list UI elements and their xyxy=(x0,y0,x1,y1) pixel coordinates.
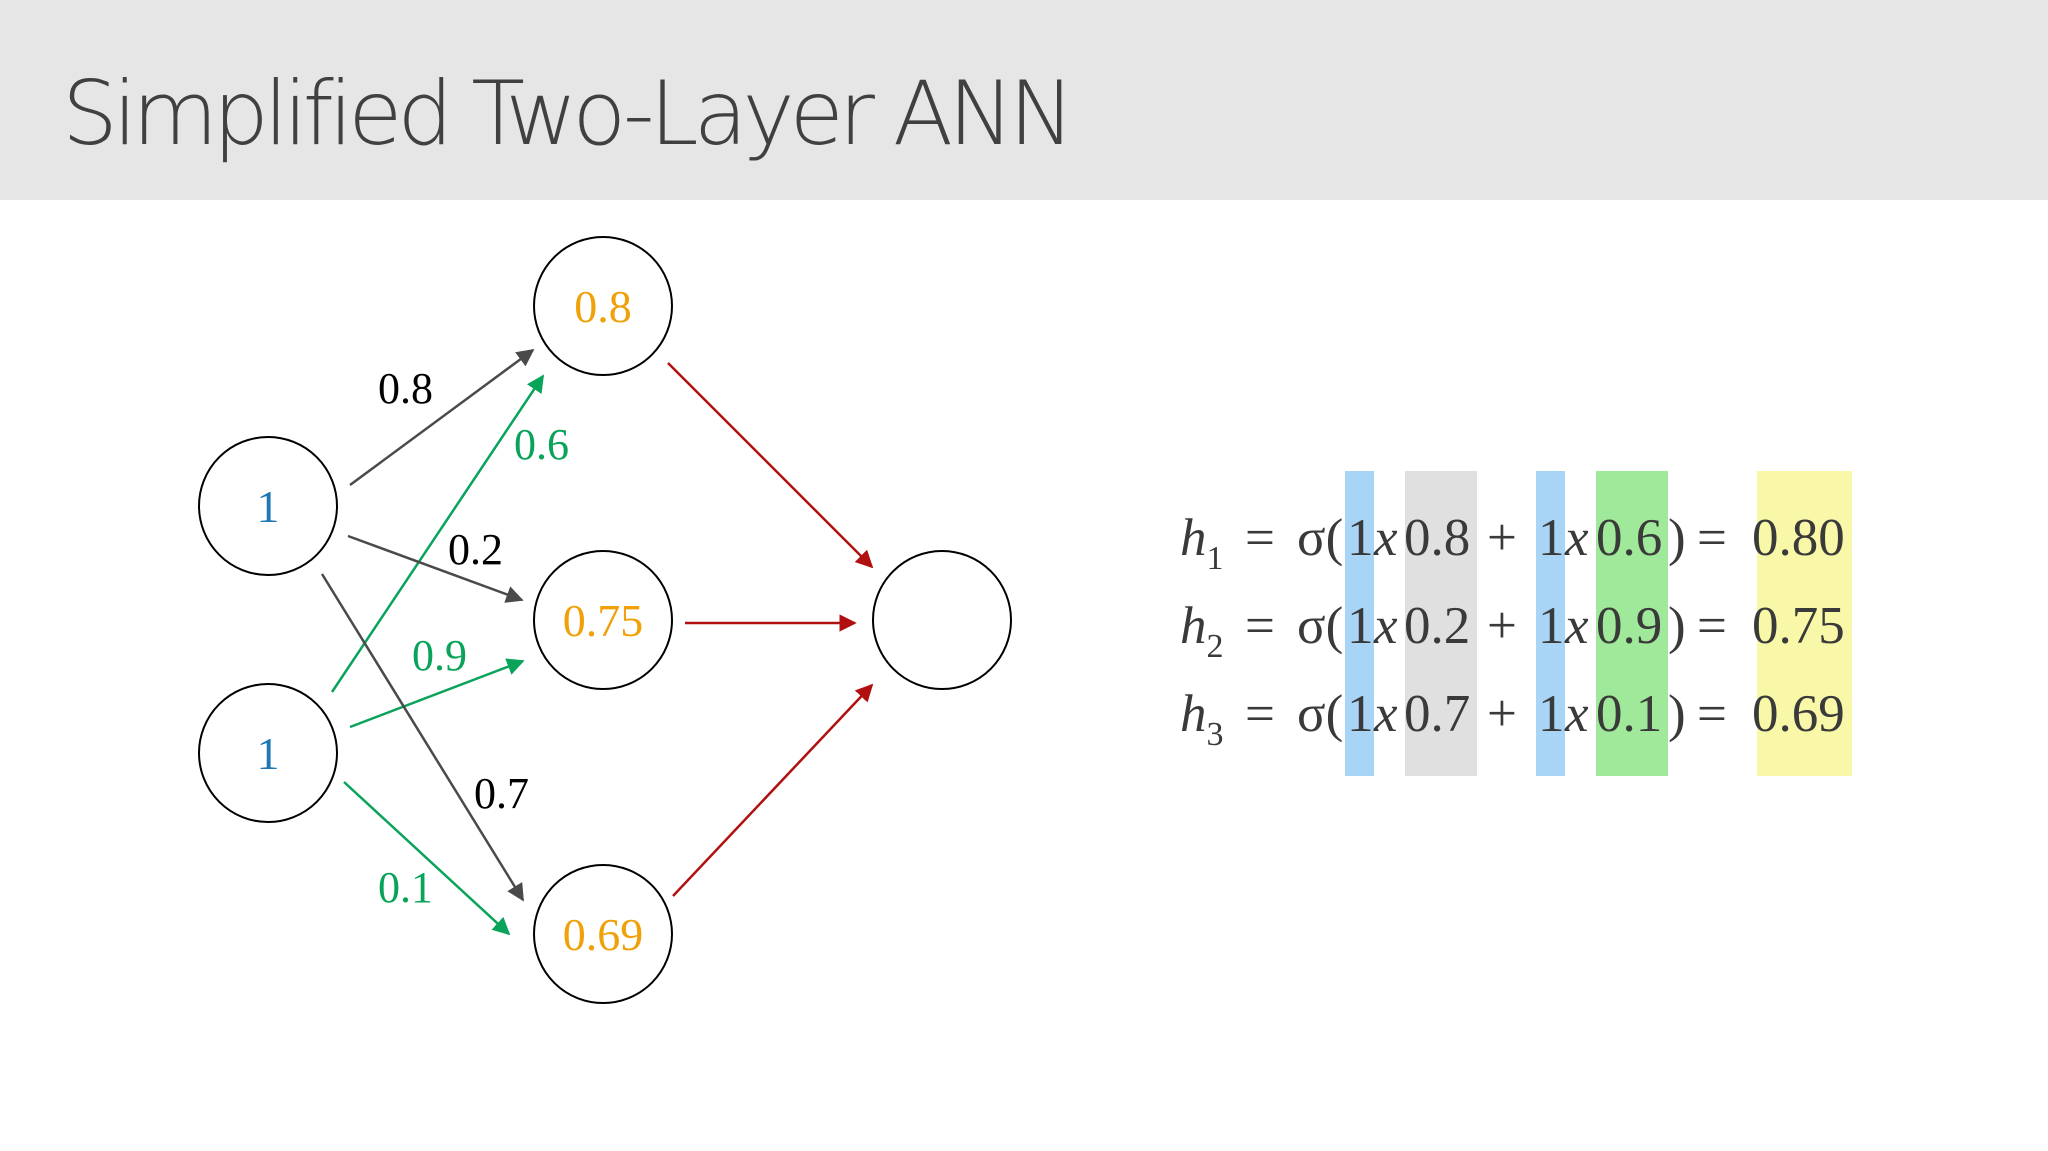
highlight-input1 xyxy=(1345,471,1374,776)
highlight-input2 xyxy=(1536,471,1565,776)
input-node-2-value: 1 xyxy=(257,728,280,779)
weight-i1-h1: 0.8 xyxy=(378,364,433,413)
weight-i2-h2: 0.9 xyxy=(412,631,467,680)
input-node-2 xyxy=(198,683,338,823)
input-node-1-value: 1 xyxy=(257,481,280,532)
nodes xyxy=(198,236,1012,1004)
node-labels: 1 1 0.8 0.75 0.69 xyxy=(257,281,644,960)
title-bar: Simplified Two-Layer ANN xyxy=(0,0,2048,200)
input-hidden-edges xyxy=(320,348,545,936)
hidden-output-edges xyxy=(667,362,874,897)
edge-h3-o xyxy=(672,683,874,897)
edge-i1-h2 xyxy=(347,534,524,603)
edge-i1-h3 xyxy=(320,573,525,902)
weight-i2-h1: 0.6 xyxy=(514,420,569,469)
hidden-node-2-value: 0.75 xyxy=(563,595,644,646)
hidden-node-3 xyxy=(533,864,673,1004)
edge-i1-h1 xyxy=(349,348,535,487)
weight-i2-h3: 0.1 xyxy=(378,863,433,912)
edge-i2-h3 xyxy=(343,781,511,936)
hidden-node-1-value: 0.8 xyxy=(574,281,632,332)
hidden-node-1 xyxy=(533,236,673,376)
highlight-result xyxy=(1757,471,1852,776)
slide-title: Simplified Two-Layer ANN xyxy=(62,62,1075,165)
highlight-weight2 xyxy=(1596,471,1668,776)
weight-i1-h3: 0.7 xyxy=(474,769,529,818)
edge-i2-h1 xyxy=(330,374,545,693)
equation-highlights xyxy=(1345,471,1852,776)
edge-h1-o xyxy=(667,362,874,569)
edge-i2-h2 xyxy=(349,658,525,729)
hidden-node-3-value: 0.69 xyxy=(563,909,644,960)
output-node xyxy=(872,550,1012,690)
weight-labels: 0.8 0.6 0.2 0.9 0.7 0.1 xyxy=(378,364,569,912)
input-node-1 xyxy=(198,436,338,576)
highlight-weight1 xyxy=(1405,471,1477,776)
weight-i1-h2: 0.2 xyxy=(448,525,503,574)
hidden-node-2 xyxy=(533,550,673,690)
